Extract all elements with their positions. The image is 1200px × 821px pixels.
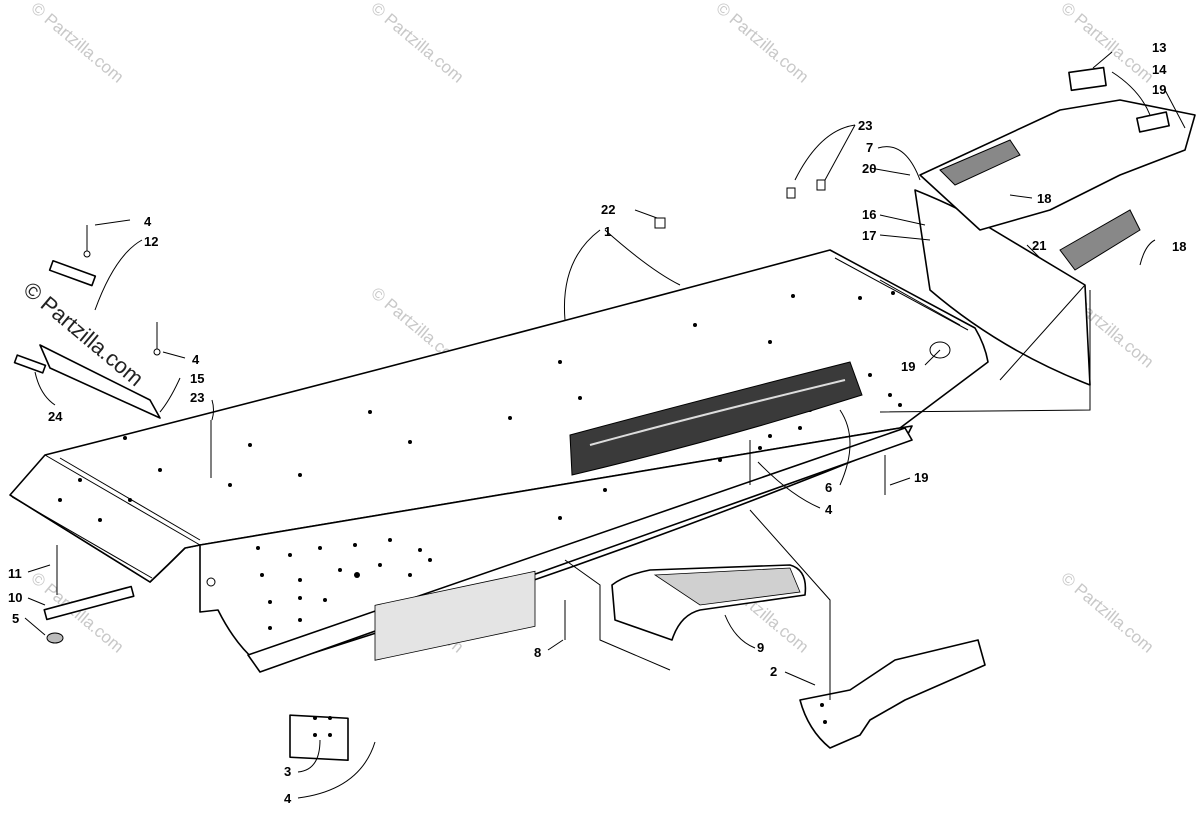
rear-bumper xyxy=(914,66,1196,386)
tunnel-decal xyxy=(569,361,863,476)
callout-24: 24 xyxy=(48,409,63,424)
callout-18: 18 xyxy=(1037,191,1051,206)
callout-3: 3 xyxy=(284,764,291,779)
callout-1: 1 xyxy=(604,224,611,239)
watermark: © Partzilla.com xyxy=(367,0,467,87)
callout-labels: 1 2 3 4 4 4 4 5 6 7 8 9 10 11 12 13 14 1… xyxy=(8,40,1186,806)
callout-11: 11 xyxy=(8,566,22,581)
callout-4: 4 xyxy=(144,214,152,229)
running-board xyxy=(611,564,807,641)
callout-13: 13 xyxy=(1152,40,1166,55)
callout-21: 21 xyxy=(1032,238,1046,253)
watermark: © Partzilla.com xyxy=(27,0,127,87)
callout-4: 4 xyxy=(192,352,200,367)
rear-bracket xyxy=(799,639,986,749)
watermark: © Partzilla.com xyxy=(712,0,812,87)
heat-exchanger-holes xyxy=(374,570,536,661)
callout-10: 10 xyxy=(8,590,22,605)
callout-19: 19 xyxy=(1152,82,1166,97)
callout-14: 14 xyxy=(1152,62,1167,77)
callout-4: 4 xyxy=(284,791,292,806)
callout-9: 9 xyxy=(757,640,764,655)
callout-19: 19 xyxy=(914,470,928,485)
callout-23: 23 xyxy=(858,118,872,133)
callout-20: 20 xyxy=(862,161,876,176)
hardware xyxy=(13,179,951,644)
callout-18: 18 xyxy=(1172,239,1186,254)
callout-22: 22 xyxy=(601,202,615,217)
callout-12: 12 xyxy=(144,234,158,249)
plate xyxy=(289,714,349,762)
leader-lines xyxy=(24,51,1186,799)
callout-17: 17 xyxy=(862,228,876,243)
rivet-holes xyxy=(58,291,902,630)
callout-15: 15 xyxy=(190,371,204,386)
watermark: © Partzilla.com xyxy=(1057,569,1157,657)
callout-7: 7 xyxy=(866,140,873,155)
callout-5: 5 xyxy=(12,611,19,626)
callout-16: 16 xyxy=(862,207,876,222)
watermark: © Partzilla.com xyxy=(27,569,127,657)
callout-6: 6 xyxy=(825,480,832,495)
tunnel-assembly xyxy=(9,249,989,673)
callout-4: 4 xyxy=(825,502,833,517)
callout-19: 19 xyxy=(901,359,915,374)
callout-8: 8 xyxy=(534,645,541,660)
callout-23: 23 xyxy=(190,390,204,405)
callout-2: 2 xyxy=(770,664,777,679)
